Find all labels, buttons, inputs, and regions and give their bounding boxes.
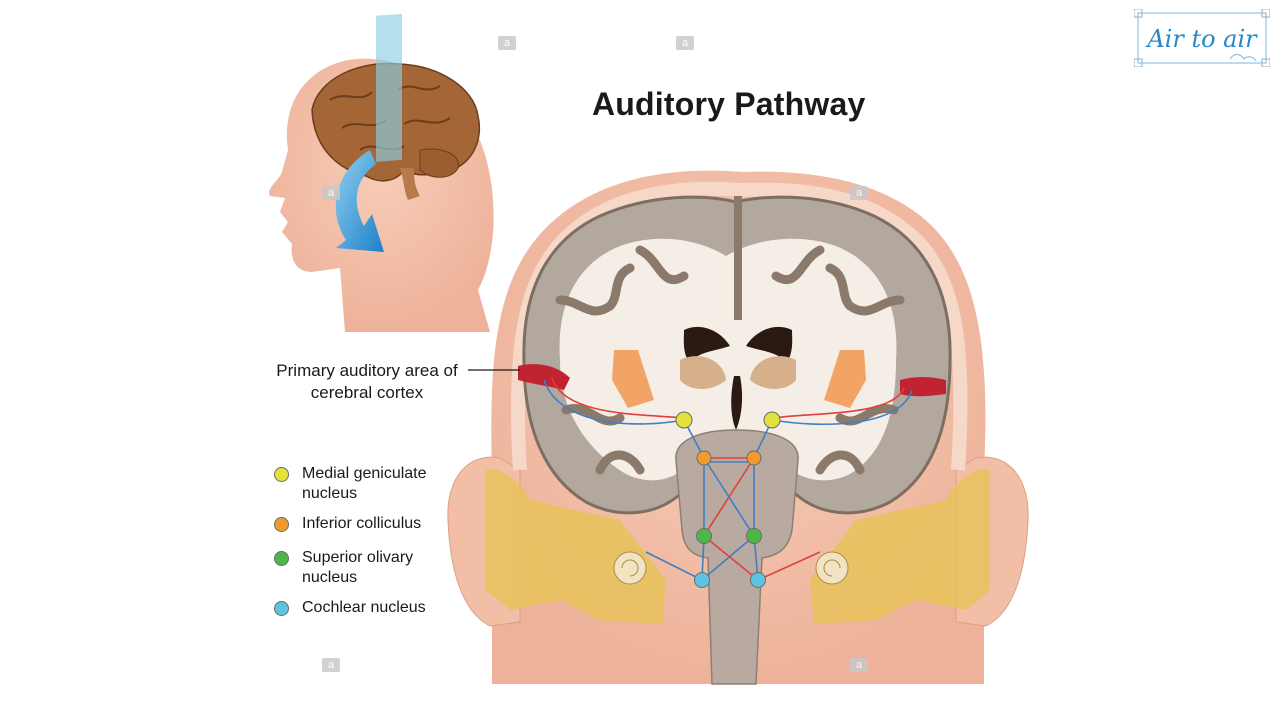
watermark-mark: a	[498, 36, 516, 50]
logo-text: Air to air	[1145, 25, 1258, 53]
left-inferior-colliculus	[696, 450, 712, 466]
diagram-title: Auditory Pathway	[592, 86, 866, 122]
right-cochlear-nucleus	[750, 572, 766, 588]
lateral-ventricles	[683, 326, 793, 364]
legend-dot	[274, 551, 289, 566]
legend-label: Inferior colliculus	[302, 515, 422, 532]
air-to-air-logo: Air to air	[1134, 9, 1270, 67]
legend: Medial geniculate nucleus Inferior colli…	[272, 464, 472, 632]
right-primary-auditory-area	[900, 377, 946, 397]
watermark-mark: a	[850, 658, 868, 672]
inset-cerebellum	[419, 148, 459, 178]
watermark-mark: a	[322, 186, 340, 200]
left-medial-geniculate-nucleus	[675, 411, 693, 429]
left-primary-auditory-area	[518, 364, 570, 390]
legend-item-inferior-colliculus: Inferior colliculus	[272, 514, 472, 548]
left-superior-olivary-nucleus	[696, 528, 712, 544]
pathway-nuclei	[675, 411, 781, 588]
legend-item-superior-olivary: Superior olivary nucleus	[272, 548, 472, 598]
right-inferior-colliculus	[746, 450, 762, 466]
watermark-mark: a	[676, 36, 694, 50]
coronal-plane	[376, 13, 402, 162]
legend-label: Superior olivary nucleus	[302, 549, 414, 586]
left-inner-ear	[486, 469, 666, 624]
legend-item-cochlear-nucleus: Cochlear nucleus	[272, 598, 472, 632]
right-medial-geniculate-nucleus	[763, 411, 781, 429]
watermark-mark: a	[850, 186, 868, 200]
right-superior-olivary-nucleus	[746, 528, 762, 544]
legend-item-medial-geniculate: Medial geniculate nucleus	[272, 464, 472, 514]
rotation-arrow	[335, 150, 384, 252]
right-inner-ear	[810, 469, 990, 624]
brainstem	[675, 429, 799, 685]
left-cochlear-nucleus	[694, 572, 710, 588]
watermark-mark: a	[322, 658, 340, 672]
primary-auditory-area-label: Primary auditory area of cerebral cortex	[276, 361, 458, 402]
legend-dot	[274, 467, 289, 482]
legend-dot	[274, 601, 289, 616]
head-profile-inset	[269, 13, 494, 333]
legend-dot	[274, 517, 289, 532]
legend-label: Cochlear nucleus	[302, 599, 426, 616]
legend-label: Medial geniculate nucleus	[302, 465, 427, 502]
coronal-head	[447, 170, 1029, 685]
auditory-pathway-lines	[468, 369, 913, 581]
white-matter	[559, 238, 897, 481]
